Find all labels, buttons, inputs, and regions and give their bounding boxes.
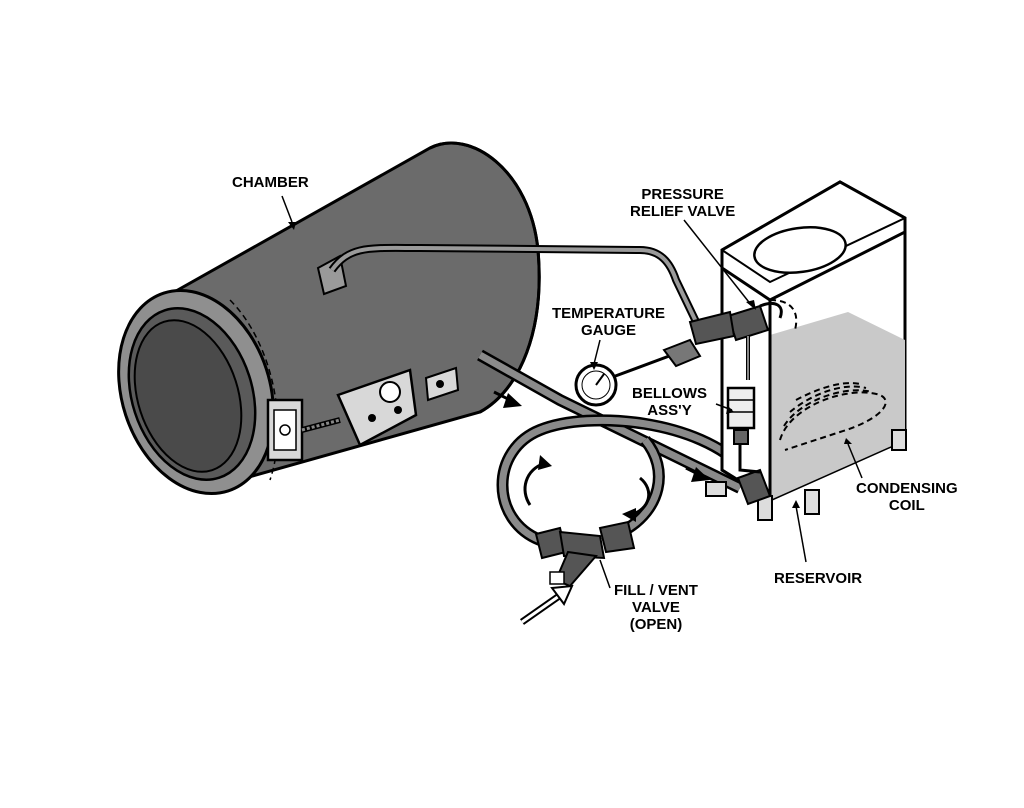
fill-vent-valve-label-line-3: (OPEN) bbox=[629, 616, 683, 633]
temperature-gauge-label-line-2: GAUGE bbox=[581, 322, 637, 339]
chamber bbox=[117, 141, 541, 496]
fill-vent-valve-label: FILL / VENT VALVE (OPEN) bbox=[614, 582, 698, 633]
pressure-relief-valve-label: PRESSURE RELIEF VALVE bbox=[630, 186, 735, 220]
flow-arrows bbox=[493, 390, 710, 625]
bellows-assy-label: BELLOWS ASS'Y bbox=[632, 385, 707, 419]
pressure-relief-valve-label-line-2: RELIEF VALVE bbox=[630, 203, 736, 220]
fill-vent-valve-label-line-2: VALVE bbox=[632, 599, 680, 616]
tubing bbox=[328, 243, 750, 546]
condensing-coil-label-line-1: CONDENSING bbox=[856, 480, 958, 497]
bellows-assy-label-line-1: BELLOWS bbox=[632, 385, 707, 402]
leader-arrowheads bbox=[288, 222, 852, 508]
pressure-relief-valve-label-line-1: PRESSURE bbox=[641, 186, 724, 203]
fill-vent-valve-label-line-1: FILL / VENT bbox=[614, 582, 698, 599]
temperature-gauge bbox=[574, 338, 702, 407]
condensing-coil-label: CONDENSING COIL bbox=[856, 480, 958, 514]
chamber-label: CHAMBER bbox=[232, 174, 309, 191]
relief-valve bbox=[688, 302, 783, 380]
chamber-label-line: CHAMBER bbox=[232, 174, 309, 191]
reservoir bbox=[705, 180, 907, 521]
temperature-gauge-label: TEMPERATURE GAUGE bbox=[552, 305, 665, 339]
reservoir-label: RESERVOIR bbox=[774, 570, 862, 587]
temperature-gauge-label-line-1: TEMPERATURE bbox=[552, 305, 666, 322]
bellows-assy-label-line-2: ASS'Y bbox=[647, 402, 692, 419]
reservoir-label-line: RESERVOIR bbox=[774, 570, 863, 587]
fill-vent-valve bbox=[534, 520, 636, 588]
condensing-coil-label-line-2: COIL bbox=[888, 497, 925, 514]
